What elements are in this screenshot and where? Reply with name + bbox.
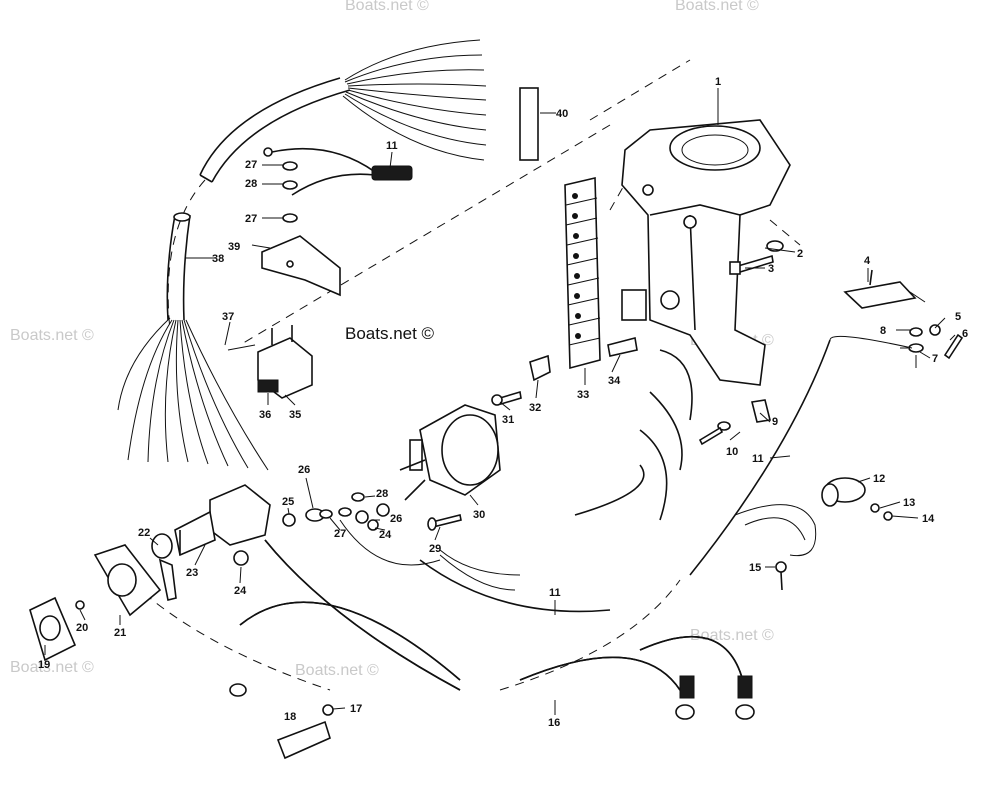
callout-16: 16 <box>548 717 560 729</box>
switch-4 <box>843 269 926 309</box>
callout-26b: 26 <box>390 513 402 525</box>
callout-37: 37 <box>222 311 234 323</box>
harness-11-right <box>689 335 913 576</box>
callout-4: 4 <box>864 255 871 267</box>
callout-17: 17 <box>350 703 362 715</box>
callout-9: 9 <box>772 416 778 428</box>
callout-27c: 27 <box>334 528 346 540</box>
battery-cables <box>229 519 755 720</box>
watermark-bottom-right: Boats.net © <box>690 627 774 644</box>
watermark-left: Boats.net © <box>10 327 94 344</box>
watermark-top-right: Boats.net © <box>675 0 759 14</box>
callout-18: 18 <box>284 711 296 723</box>
brand-watermark: Boats.net © <box>345 324 435 343</box>
callout-30: 30 <box>473 509 485 521</box>
callout-33: 33 <box>577 389 589 401</box>
callout-11c: 11 <box>549 587 561 599</box>
callout-numbers: 1 2 3 4 5 6 7 8 9 10 11 12 13 14 15 16 1… <box>38 76 968 729</box>
callout-38: 38 <box>212 253 224 265</box>
callout-11a: 11 <box>752 453 764 465</box>
watermark-top: Boats.net © <box>345 0 429 14</box>
callout-14: 14 <box>922 513 935 525</box>
callout-11b: 11 <box>386 140 398 152</box>
plate-19 <box>29 596 77 662</box>
watermark-bottom-center: Boats.net © <box>295 662 379 679</box>
harness-upper <box>199 39 487 183</box>
callout-8: 8 <box>880 325 886 337</box>
callout-24a: 24 <box>234 585 247 597</box>
condenser-12 <box>821 477 893 521</box>
callout-1: 1 <box>715 76 721 88</box>
callout-7: 7 <box>932 353 938 365</box>
watermark-bottom-left: Boats.net © <box>10 659 94 676</box>
small-hardware <box>427 337 638 531</box>
callout-20: 20 <box>76 622 88 634</box>
callout-25: 25 <box>282 496 294 508</box>
callout-2: 2 <box>797 248 803 260</box>
callout-12: 12 <box>873 473 885 485</box>
callout-6: 6 <box>962 328 968 340</box>
callout-13: 13 <box>903 497 915 509</box>
callout-10: 10 <box>726 446 738 458</box>
bezel-21 <box>93 544 162 617</box>
solenoid-30 <box>399 404 501 501</box>
callout-5: 5 <box>955 311 961 323</box>
callout-3: 3 <box>768 263 774 275</box>
assembly-guide-lines <box>109 59 801 691</box>
screw-15 <box>775 561 787 591</box>
callout-34: 34 <box>608 375 621 387</box>
callout-21: 21 <box>114 627 126 639</box>
callout-27a: 27 <box>245 159 257 171</box>
bracket-housing-1 <box>621 88 791 386</box>
callout-26a: 26 <box>298 464 310 476</box>
callout-15: 15 <box>749 562 761 574</box>
callout-28a: 28 <box>245 178 257 190</box>
watermarks: Boats.net © Boats.net © Boats.net © Boat… <box>10 0 774 679</box>
callout-27b: 27 <box>245 213 257 225</box>
clamp-17-18 <box>276 704 334 760</box>
callout-29: 29 <box>429 543 441 555</box>
callout-24b: 24 <box>379 529 392 541</box>
callout-19: 19 <box>38 659 50 671</box>
bracket-39 <box>261 235 341 297</box>
callout-39: 39 <box>228 241 240 253</box>
callout-31: 31 <box>502 414 514 426</box>
washers-27-28 <box>282 161 298 223</box>
decal-40 <box>519 87 556 161</box>
clip-9-10 <box>698 399 771 446</box>
callout-28b: 28 <box>376 488 388 500</box>
harness-left <box>117 212 269 471</box>
fasteners-5-8 <box>908 324 964 368</box>
callout-32: 32 <box>529 402 541 414</box>
ignition-switch-23 <box>151 484 271 601</box>
terminal-block-33 <box>564 176 601 370</box>
bracket-leads <box>574 349 693 521</box>
callout-22: 22 <box>138 527 150 539</box>
ground-lead-upper <box>263 147 413 196</box>
callout-23: 23 <box>186 567 198 579</box>
callout-36: 36 <box>259 409 271 421</box>
leader-lines <box>44 151 956 715</box>
relay-35 <box>227 325 313 399</box>
callout-40: 40 <box>556 108 568 120</box>
callout-35: 35 <box>289 409 301 421</box>
